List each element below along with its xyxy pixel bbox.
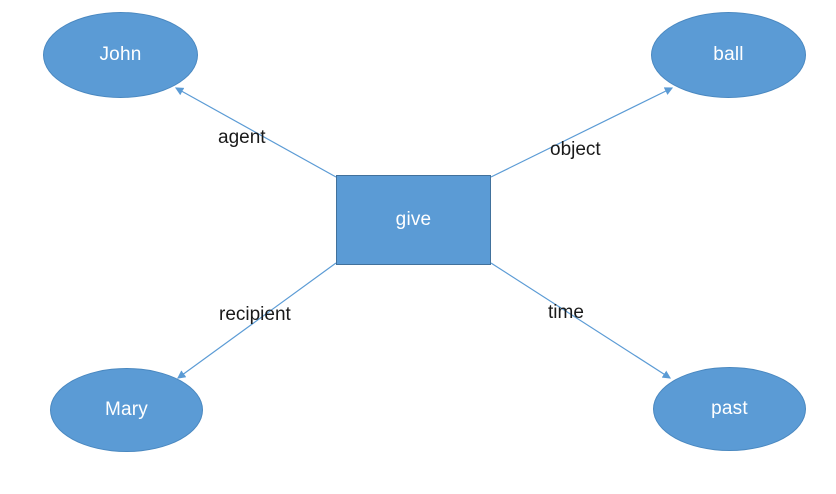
edge-recipient[interactable] [177, 262, 337, 379]
node-john-label: John [99, 44, 142, 65]
node-ball[interactable]: ball [651, 12, 806, 98]
edge-time[interactable] [490, 262, 672, 379]
edge-label-object: object [550, 139, 601, 160]
node-ball-label: ball [713, 44, 744, 65]
node-give[interactable]: give [336, 175, 491, 265]
node-past-label: past [711, 398, 748, 419]
node-past[interactable]: past [653, 367, 806, 451]
edge-label-recipient: recipient [219, 304, 291, 325]
node-give-label: give [395, 209, 432, 230]
edge-agent[interactable] [174, 87, 337, 178]
edge-label-time: time [548, 302, 584, 323]
node-mary-label: Mary [104, 399, 149, 420]
node-john[interactable]: John [43, 12, 198, 98]
edge-object[interactable] [490, 87, 674, 178]
edge-label-agent: agent [218, 127, 266, 148]
node-mary[interactable]: Mary [50, 368, 203, 452]
